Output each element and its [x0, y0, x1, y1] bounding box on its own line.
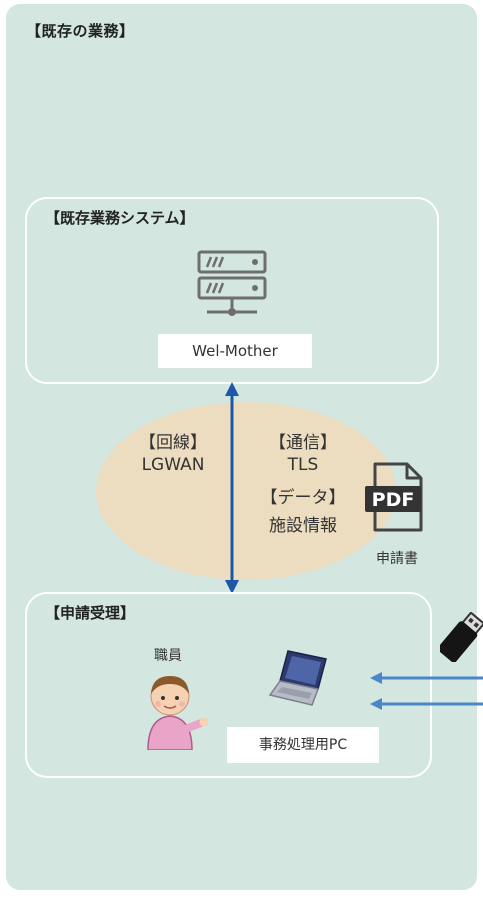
comm-label: 【通信】: [269, 433, 337, 453]
server-icon: [197, 250, 267, 316]
reception-box-title: 【申請受理】: [45, 604, 136, 622]
staff-label: 職員: [154, 648, 182, 664]
person-icon: [147, 676, 209, 750]
reception-box: 【申請受理】: [25, 592, 432, 778]
connection-area: [96, 402, 396, 580]
usb-drive-icon: [440, 612, 483, 662]
pdf-caption: 申請書: [376, 551, 418, 567]
data-label: 【データ】: [260, 488, 346, 508]
page-title: 【既存の業務】: [26, 22, 135, 40]
pdf-icon: PDF: [365, 462, 423, 532]
incoming-arrows: [370, 672, 483, 710]
pdf-icon-text: PDF: [372, 489, 415, 511]
line-value: LGWAN: [141, 455, 205, 475]
comm-value: TLS: [287, 455, 319, 475]
line-label: 【回線】: [139, 433, 207, 453]
system-box-title: 【既存業務システム】: [45, 209, 195, 227]
pc-label: 事務処理用PC: [227, 727, 379, 763]
connection-arrow: [225, 382, 239, 594]
laptop-icon: [268, 650, 327, 706]
server-label: Wel-Mother: [158, 334, 312, 368]
data-value: 施設情報: [269, 516, 337, 536]
